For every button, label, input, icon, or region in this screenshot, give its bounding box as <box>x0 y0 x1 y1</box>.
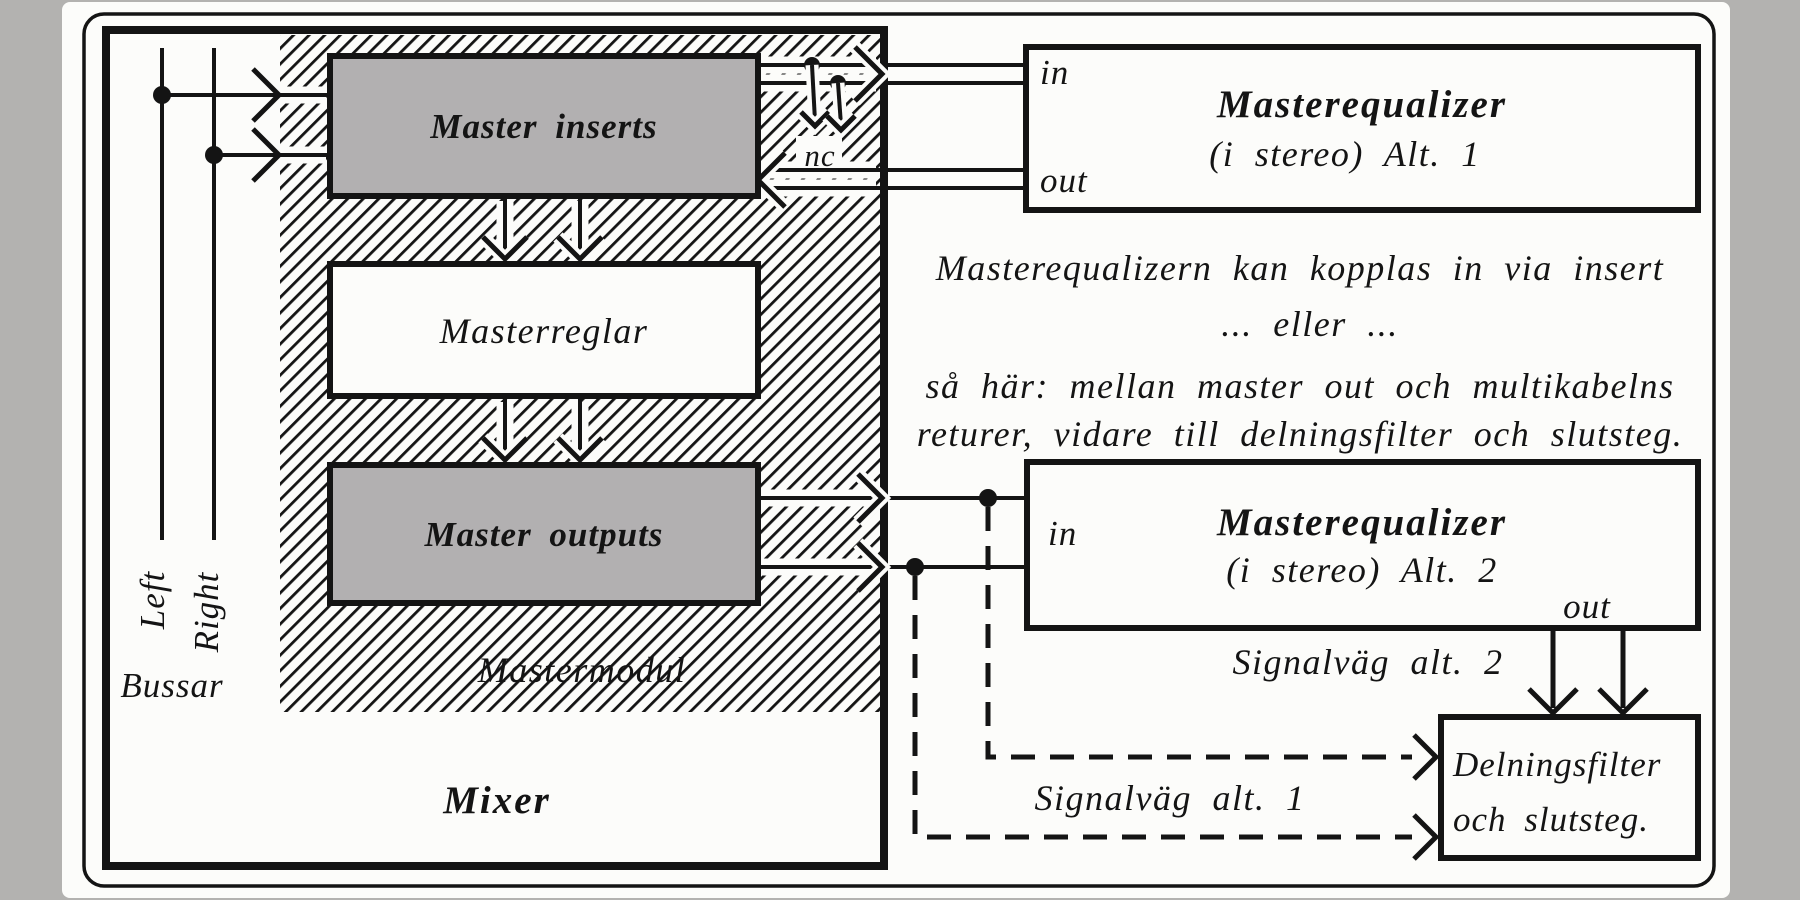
arrowhead <box>481 436 529 464</box>
arrowhead <box>856 472 886 524</box>
master-output-path <box>756 469 1027 596</box>
masterreglar-box <box>327 261 761 399</box>
signalvag-alt2-label: Signalväg alt. 2 <box>1233 642 1504 682</box>
note-line-3: så här: mellan master out och multikabel… <box>926 366 1675 406</box>
arrowhead <box>481 235 529 263</box>
insert-send-path <box>756 42 1026 172</box>
nc-label-backing <box>796 136 842 172</box>
insert-return-path <box>748 148 1026 212</box>
arrowhead <box>1527 687 1579 717</box>
master-outputs-label: Master outputs <box>424 515 664 554</box>
note-paragraph: Masterequalizern kan kopplas in via inse… <box>917 248 1683 454</box>
crossover-box <box>1438 714 1701 861</box>
masterreglar-label: Masterreglar <box>439 311 649 351</box>
arrowhead <box>251 127 283 183</box>
signalvag-alt1-label: Signalväg alt. 1 <box>1035 778 1306 818</box>
arrowhead <box>556 436 604 464</box>
signal-path-alt1-dashed <box>912 507 1440 861</box>
eq-alt2-subtitle: (i stereo) Alt. 2 <box>1226 550 1497 590</box>
arrowhead <box>1597 687 1649 717</box>
master-inserts-label: Master inserts <box>429 107 657 146</box>
eq-alt1-in-label: in <box>1040 53 1069 92</box>
note-line-1: Masterequalizern kan kopplas in via inse… <box>935 248 1665 288</box>
outer-frame <box>82 12 1716 888</box>
crossover-label-line1: Delningsfilter <box>1452 745 1661 784</box>
eq-alt2-in-label: in <box>1048 514 1077 553</box>
eq-alt2-title: Masterequalizer <box>1216 501 1507 544</box>
output-dot-lower <box>906 558 924 576</box>
eq-alt1-title: Masterequalizer <box>1216 83 1507 126</box>
bus-lines <box>153 48 328 540</box>
note-line-2: ... eller ... <box>1221 304 1398 344</box>
bus-junction-dot-right <box>205 146 223 164</box>
bus-left-label: Left <box>133 571 172 631</box>
bus-right-label: Right <box>187 571 226 653</box>
arrowhead <box>856 541 886 593</box>
master-outputs-box <box>327 462 761 606</box>
eq-alt1-subtitle: (i stereo) Alt. 1 <box>1209 134 1480 174</box>
arrowhead <box>1412 733 1440 781</box>
arrowhead <box>853 45 886 103</box>
bussar-label: Bussar <box>120 666 223 705</box>
arrowhead <box>251 67 283 123</box>
mixer-label: Mixer <box>442 779 551 822</box>
arrowhead <box>825 114 857 134</box>
mastermodul-label: Mastermodul <box>477 650 687 690</box>
eq-alt1-out-label: out <box>1040 161 1088 200</box>
arrowhead <box>799 110 831 130</box>
output-dot-upper <box>979 489 997 507</box>
eq2-to-crossover-arrows <box>1527 628 1649 717</box>
eq-alt1-box <box>1023 44 1701 213</box>
bus-junction-dot-left <box>153 86 171 104</box>
note-line-4: returer, vidare till delningsfilter och … <box>917 414 1683 454</box>
arrowhead <box>1412 813 1440 861</box>
arrowhead <box>556 235 604 263</box>
master-inserts-box <box>327 53 761 199</box>
eq-alt2-out-label: out <box>1563 587 1611 626</box>
eq-alt2-box <box>1024 459 1701 631</box>
nc-label: nc <box>804 138 835 173</box>
crossover-label-line2: och slutsteg. <box>1453 800 1649 839</box>
module-flow-arrows <box>478 197 607 470</box>
